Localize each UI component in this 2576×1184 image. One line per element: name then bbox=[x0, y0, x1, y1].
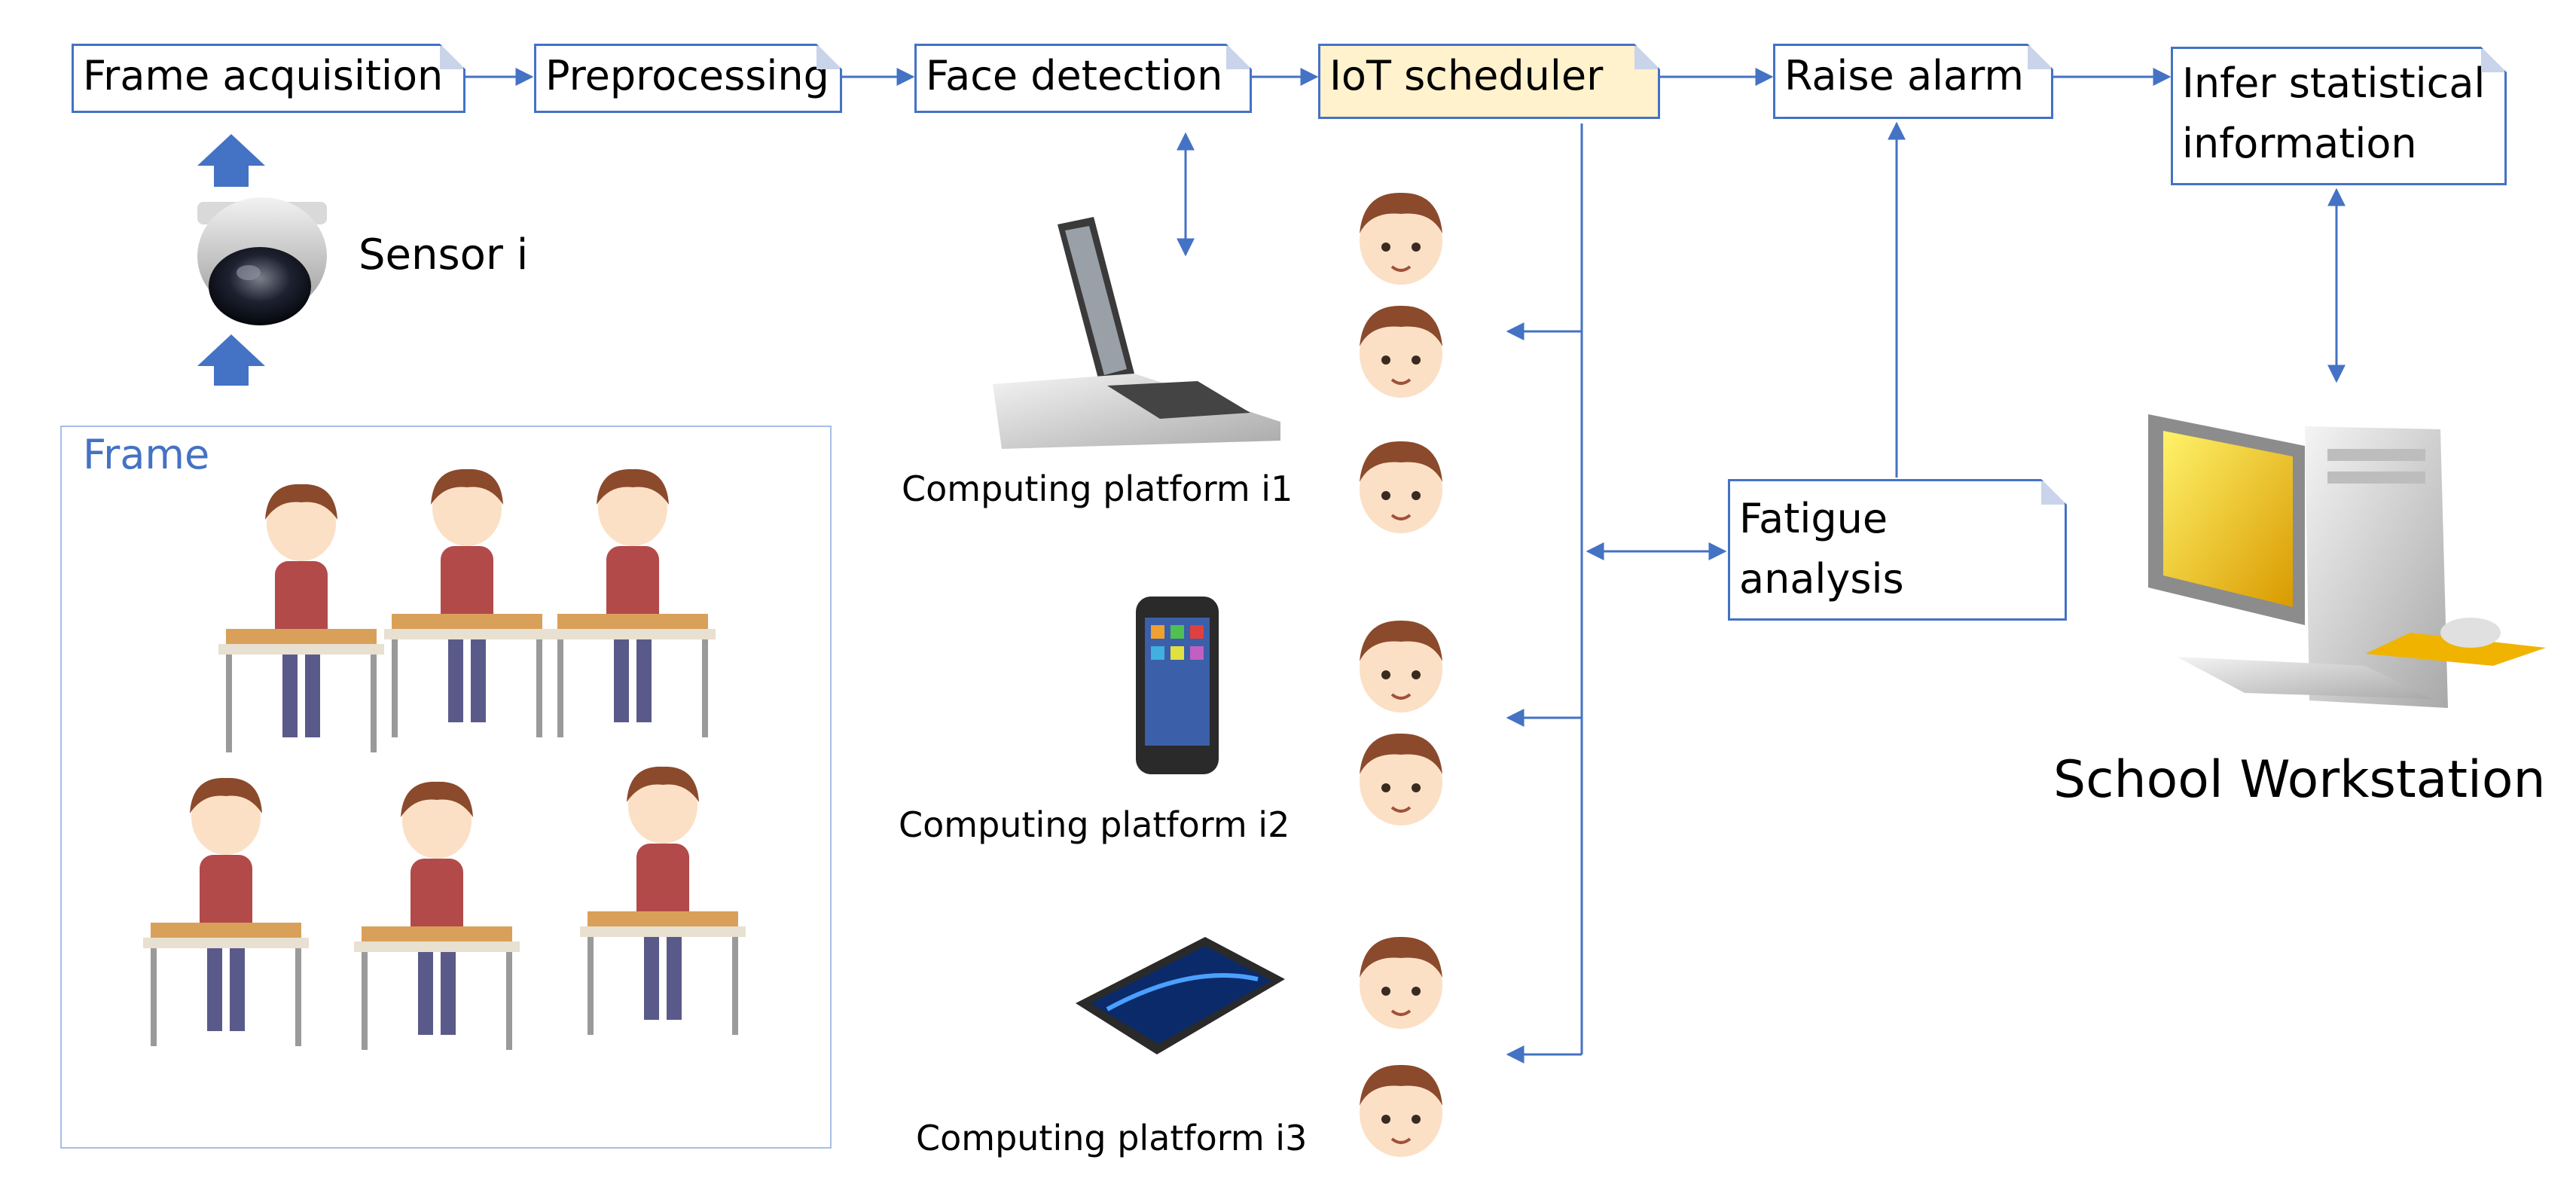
block-arrow-up-bottom bbox=[197, 334, 265, 386]
tablet-icon bbox=[1076, 937, 1285, 1054]
fatigue-analysis-box: Fatigue analysis method bbox=[1728, 479, 2067, 621]
iot-scheduler-box: IoT scheduler bbox=[1318, 44, 1660, 119]
desktop-computer-icon bbox=[2148, 414, 2546, 708]
sensor-label: Sensor i bbox=[359, 230, 529, 279]
iot-scheduler-label: IoT scheduler bbox=[1329, 52, 1604, 99]
frame-label: Frame bbox=[83, 431, 210, 478]
smartphone-icon bbox=[1136, 597, 1219, 774]
platform-3-label: Computing platform i3 bbox=[916, 1118, 1308, 1158]
frame-acquisition-box: Frame acquisition bbox=[72, 44, 465, 113]
raise-alarm-box: Raise alarm bbox=[1773, 44, 2053, 119]
frame-container bbox=[60, 426, 832, 1149]
face-detection-box: Face detection bbox=[914, 44, 1252, 113]
preprocessing-label: Preprocessing bbox=[545, 52, 829, 99]
preprocessing-box: Preprocessing bbox=[534, 44, 842, 113]
platform-1-label: Computing platform i1 bbox=[902, 468, 1293, 509]
raise-alarm-label: Raise alarm bbox=[1784, 52, 2024, 99]
face-detection-label: Face detection bbox=[926, 52, 1223, 99]
platform-2-label: Computing platform i2 bbox=[899, 804, 1290, 845]
infer-line-1: Infer statistical bbox=[2182, 60, 2486, 107]
student-face-icon bbox=[1358, 191, 1444, 1158]
block-arrow-up-top bbox=[197, 134, 265, 187]
infer-line-2: information bbox=[2182, 120, 2417, 167]
fatigue-line-1: Fatigue analysis bbox=[1739, 495, 1904, 603]
dome-camera-icon bbox=[197, 197, 327, 325]
fatigue-line-2: method bbox=[1739, 609, 2056, 621]
infer-statistical-box: Infer statistical information bbox=[2171, 47, 2507, 185]
laptop-icon bbox=[993, 217, 1280, 449]
frame-acquisition-label: Frame acquisition bbox=[83, 52, 444, 99]
school-workstation-label: School Workstation bbox=[2053, 750, 2546, 810]
